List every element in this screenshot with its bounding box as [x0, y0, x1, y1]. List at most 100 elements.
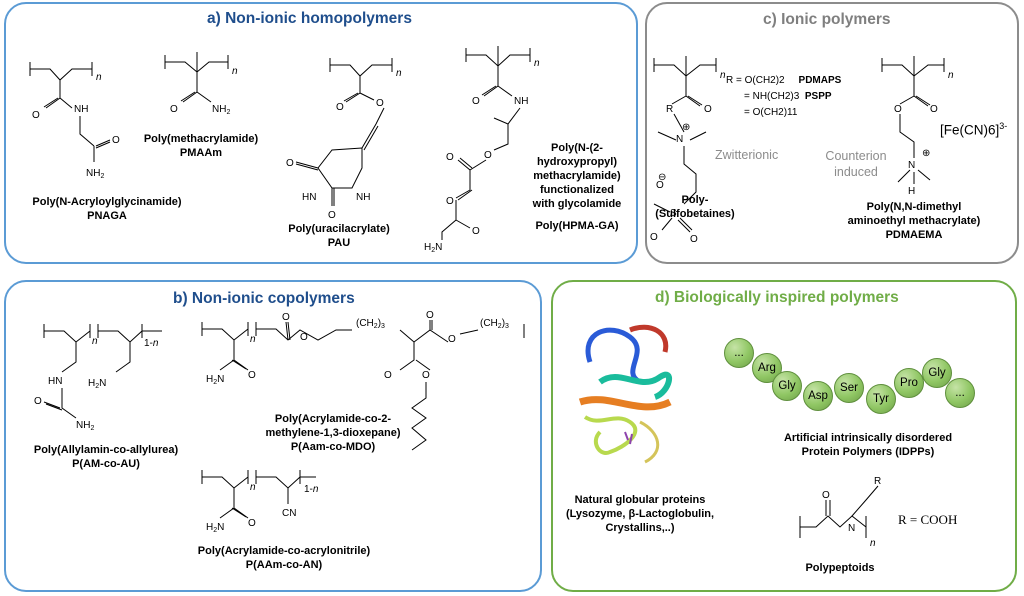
- pmaam-label: Poly(methacrylamide) PMAAm: [143, 133, 259, 159]
- svg-text:⊕: ⊕: [682, 122, 690, 133]
- svg-text:NH: NH: [74, 104, 88, 115]
- panel-c-title: c) Ionic polymers: [763, 11, 891, 28]
- svg-text:NH2: NH2: [76, 420, 94, 432]
- svg-text:n: n: [250, 482, 256, 493]
- zwitterionic-note: Zwitterionic: [715, 148, 779, 162]
- svg-text:N: N: [908, 160, 915, 171]
- svg-text:n: n: [96, 72, 102, 83]
- svg-text:O: O: [32, 110, 40, 121]
- svg-text:N: N: [676, 134, 683, 145]
- svg-text:O: O: [426, 310, 434, 321]
- svg-text:H: H: [908, 186, 915, 197]
- globular-proteins-label: Natural globular proteins (Lysozyme, β-L…: [565, 494, 715, 534]
- svg-text:O: O: [690, 234, 698, 245]
- ferricyanide-counterion: [Fe(CN)6]3-: [940, 121, 1008, 138]
- sulfobetaine-structure: n R O N ⊕ S O ⊖ O O: [650, 56, 726, 245]
- pnaga-structure: n O NH O NH2: [29, 62, 120, 180]
- svg-text:NH2: NH2: [212, 104, 230, 116]
- svg-text:n: n: [534, 58, 540, 69]
- panel-c-structures: n R O N ⊕ S O ⊖ O O n O O N ⊕ H: [650, 56, 954, 245]
- svg-text:O: O: [248, 370, 256, 381]
- hpma-ga-label: Poly(N-(2- hydroxypropyl) methacrylamide…: [532, 142, 622, 232]
- svg-text:NH: NH: [356, 192, 370, 203]
- pnaga-label: Poly(N-Acryloylglycinamide) PNAGA: [32, 196, 182, 222]
- svg-text:1-n: 1-n: [304, 484, 319, 495]
- panel-b-structures: n 1-n HN H2N O NH2 n H2N O O O (CH2)3 O …: [34, 310, 525, 534]
- svg-text:O: O: [472, 226, 480, 237]
- pdmaema-structure: n O O N ⊕ H: [881, 56, 954, 197]
- svg-text:n: n: [232, 66, 238, 77]
- svg-text:O: O: [446, 196, 454, 207]
- svg-text:n: n: [870, 538, 876, 549]
- idpp-bead-3: Gly: [772, 371, 802, 401]
- pmaam-structure: n O NH2: [164, 52, 238, 116]
- paam-co-mdo-label: Poly(Acrylamide-co-2- methylene-1,3-diox…: [265, 413, 401, 453]
- panel-biologically-inspired: [551, 280, 1017, 592]
- svg-text:⊖: ⊖: [658, 172, 666, 183]
- svg-text:O: O: [446, 152, 454, 163]
- paam-co-an-structure: n 1-n H2N O CN: [201, 470, 319, 534]
- svg-text:R: R: [874, 476, 881, 487]
- svg-text:H2N: H2N: [206, 522, 224, 534]
- svg-text:NH2: NH2: [86, 168, 104, 180]
- svg-text:O: O: [376, 98, 384, 109]
- pdmaema-label: Poly(N,N-dimethyl aminoethyl methacrylat…: [847, 201, 981, 241]
- r-group-list: R = O(CH2)2 PDMAPS = NH(CH2)3 PSPP = O(C…: [726, 75, 842, 118]
- svg-text:n: n: [396, 68, 402, 79]
- svg-text:O: O: [484, 150, 492, 161]
- protein-ribbon-image: [578, 324, 672, 464]
- panel-non-ionic-copolymers: [4, 280, 542, 592]
- panel-a-title: a) Non-ionic homopolymers: [207, 10, 412, 27]
- panel-d-title: d) Biologically inspired polymers: [655, 289, 899, 306]
- polypeptoids-label: Polypeptoids: [805, 562, 875, 574]
- svg-text:O: O: [656, 180, 664, 191]
- svg-text:O: O: [822, 490, 830, 501]
- svg-text:S: S: [670, 208, 677, 219]
- idpp-bead-4: Asp: [803, 381, 833, 411]
- pau-structure: n O O O HN NH O: [286, 58, 402, 221]
- svg-text:O: O: [422, 370, 430, 381]
- svg-text:O: O: [472, 96, 480, 107]
- idpp-bead-8: Gly: [922, 358, 952, 388]
- svg-text:O: O: [336, 102, 344, 113]
- svg-text:N: N: [848, 523, 855, 534]
- idpp-bead-7: Pro: [894, 368, 924, 398]
- svg-text:CN: CN: [282, 508, 296, 519]
- svg-text:(CH2)3: (CH2)3: [480, 318, 509, 330]
- svg-text:HN: HN: [48, 376, 62, 387]
- svg-text:O: O: [248, 518, 256, 529]
- svg-text:O: O: [112, 135, 120, 146]
- svg-text:n: n: [720, 70, 726, 81]
- paam-co-mdo-structure: n H2N O O O (CH2)3 O O (CH2)3 O O: [201, 310, 525, 451]
- paam-co-an-label: Poly(Acrylamide-co-acrylonitrile) P(AAm-…: [197, 545, 371, 571]
- svg-text:O: O: [328, 210, 336, 221]
- counterion-note: Counterion induced: [825, 149, 887, 179]
- svg-text:O: O: [704, 104, 712, 115]
- svg-text:H2N: H2N: [424, 242, 442, 254]
- svg-text:NH: NH: [514, 96, 528, 107]
- panel-ionic-polymers: [645, 2, 1019, 264]
- panel-a-structures: n O NH O NH2 n O NH2 n O O O HN NH O n: [29, 46, 540, 254]
- svg-text:O: O: [34, 396, 42, 407]
- svg-text:O: O: [384, 370, 392, 381]
- svg-text:H2N: H2N: [206, 374, 224, 386]
- svg-text:O: O: [650, 232, 658, 243]
- svg-text:O: O: [170, 104, 178, 115]
- svg-text:(CH2)3: (CH2)3: [356, 318, 385, 330]
- svg-text:HN: HN: [302, 192, 316, 203]
- sulfobetaine-label: Poly- (Sulfobetaines): [655, 194, 735, 220]
- idpp-label: Artificial intrinsically disordered Prot…: [783, 432, 953, 458]
- svg-text:1-n: 1-n: [144, 338, 159, 349]
- idpp-bead-5: Ser: [834, 373, 864, 403]
- svg-text:O: O: [300, 332, 308, 343]
- svg-text:O: O: [930, 104, 938, 115]
- svg-text:O: O: [894, 104, 902, 115]
- pau-label: Poly(uracilacrylate) PAU: [288, 223, 390, 249]
- svg-text:⊕: ⊕: [922, 148, 930, 159]
- r-definition: R = COOH: [898, 512, 958, 527]
- hpma-ga-structure: n O NH O O O O H2N: [424, 46, 540, 254]
- panel-b-title: b) Non-ionic copolymers: [173, 290, 355, 307]
- svg-text:H2N: H2N: [88, 378, 106, 390]
- idpp-bead-1: ...: [724, 338, 754, 368]
